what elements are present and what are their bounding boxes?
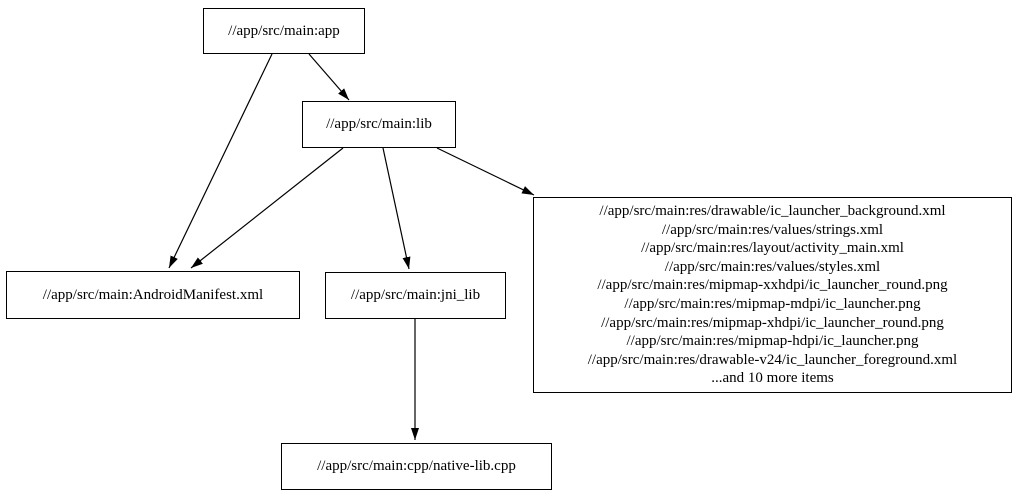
node-label-line: //app/src/main:res/mipmap-mdpi/ic_launch… xyxy=(624,296,921,312)
node-label-line: //app/src/main:res/values/strings.xml xyxy=(661,221,884,238)
edge-lib-to-jni_lib xyxy=(382,147,411,270)
graph-node-res-group: //app/src/main:res/drawable/ic_launcher_… xyxy=(533,197,1012,393)
node-label: //app/src/main:AndroidManifest.xml xyxy=(42,286,264,303)
node-label-line: //app/src/main:res/layout/activity_main.… xyxy=(641,240,904,257)
node-label-line: //app/src/main:res/drawable/ic_launcher_… xyxy=(599,203,946,220)
graph-node-android-manifest: //app/src/main:AndroidManifest.xml xyxy=(6,271,300,319)
node-label-line: //app/src/main:res/values/styles.xml xyxy=(664,258,881,275)
edge-app-to-manifest xyxy=(168,53,273,269)
node-label-line: //app/src/main:res/mipmap-xxhdpi/ic_laun… xyxy=(597,277,948,294)
graph-node-app: //app/src/main:app xyxy=(203,8,365,54)
node-label: //app/src/main:jni_lib xyxy=(350,287,481,304)
graph-node-jni-lib: //app/src/main:jni_lib xyxy=(325,272,506,319)
node-label: //app/src/main:cpp/native-lib.cpp xyxy=(317,458,516,475)
node-label-line: //app/src/main:res/mipmap-hdpi/ic_launch… xyxy=(626,333,919,350)
edge-lib-to-res_group xyxy=(436,147,535,196)
node-label-line: //app/src/main:res/drawable-v24/ic_launc… xyxy=(587,351,958,368)
edge-lib-to-manifest xyxy=(190,147,344,269)
node-label: //app/src/main:lib xyxy=(326,116,432,133)
graph-node-native-lib-cpp: //app/src/main:cpp/native-lib.cpp xyxy=(281,443,552,490)
node-label-line: ...and 10 more items xyxy=(711,370,834,387)
edge-app-to-lib xyxy=(308,53,350,101)
node-label: //app/src/main:app xyxy=(228,22,340,39)
node-label-line: //app/src/main:res/mipmap-xhdpi/ic_launc… xyxy=(601,314,944,331)
graph-node-lib: //app/src/main:lib xyxy=(302,101,456,148)
